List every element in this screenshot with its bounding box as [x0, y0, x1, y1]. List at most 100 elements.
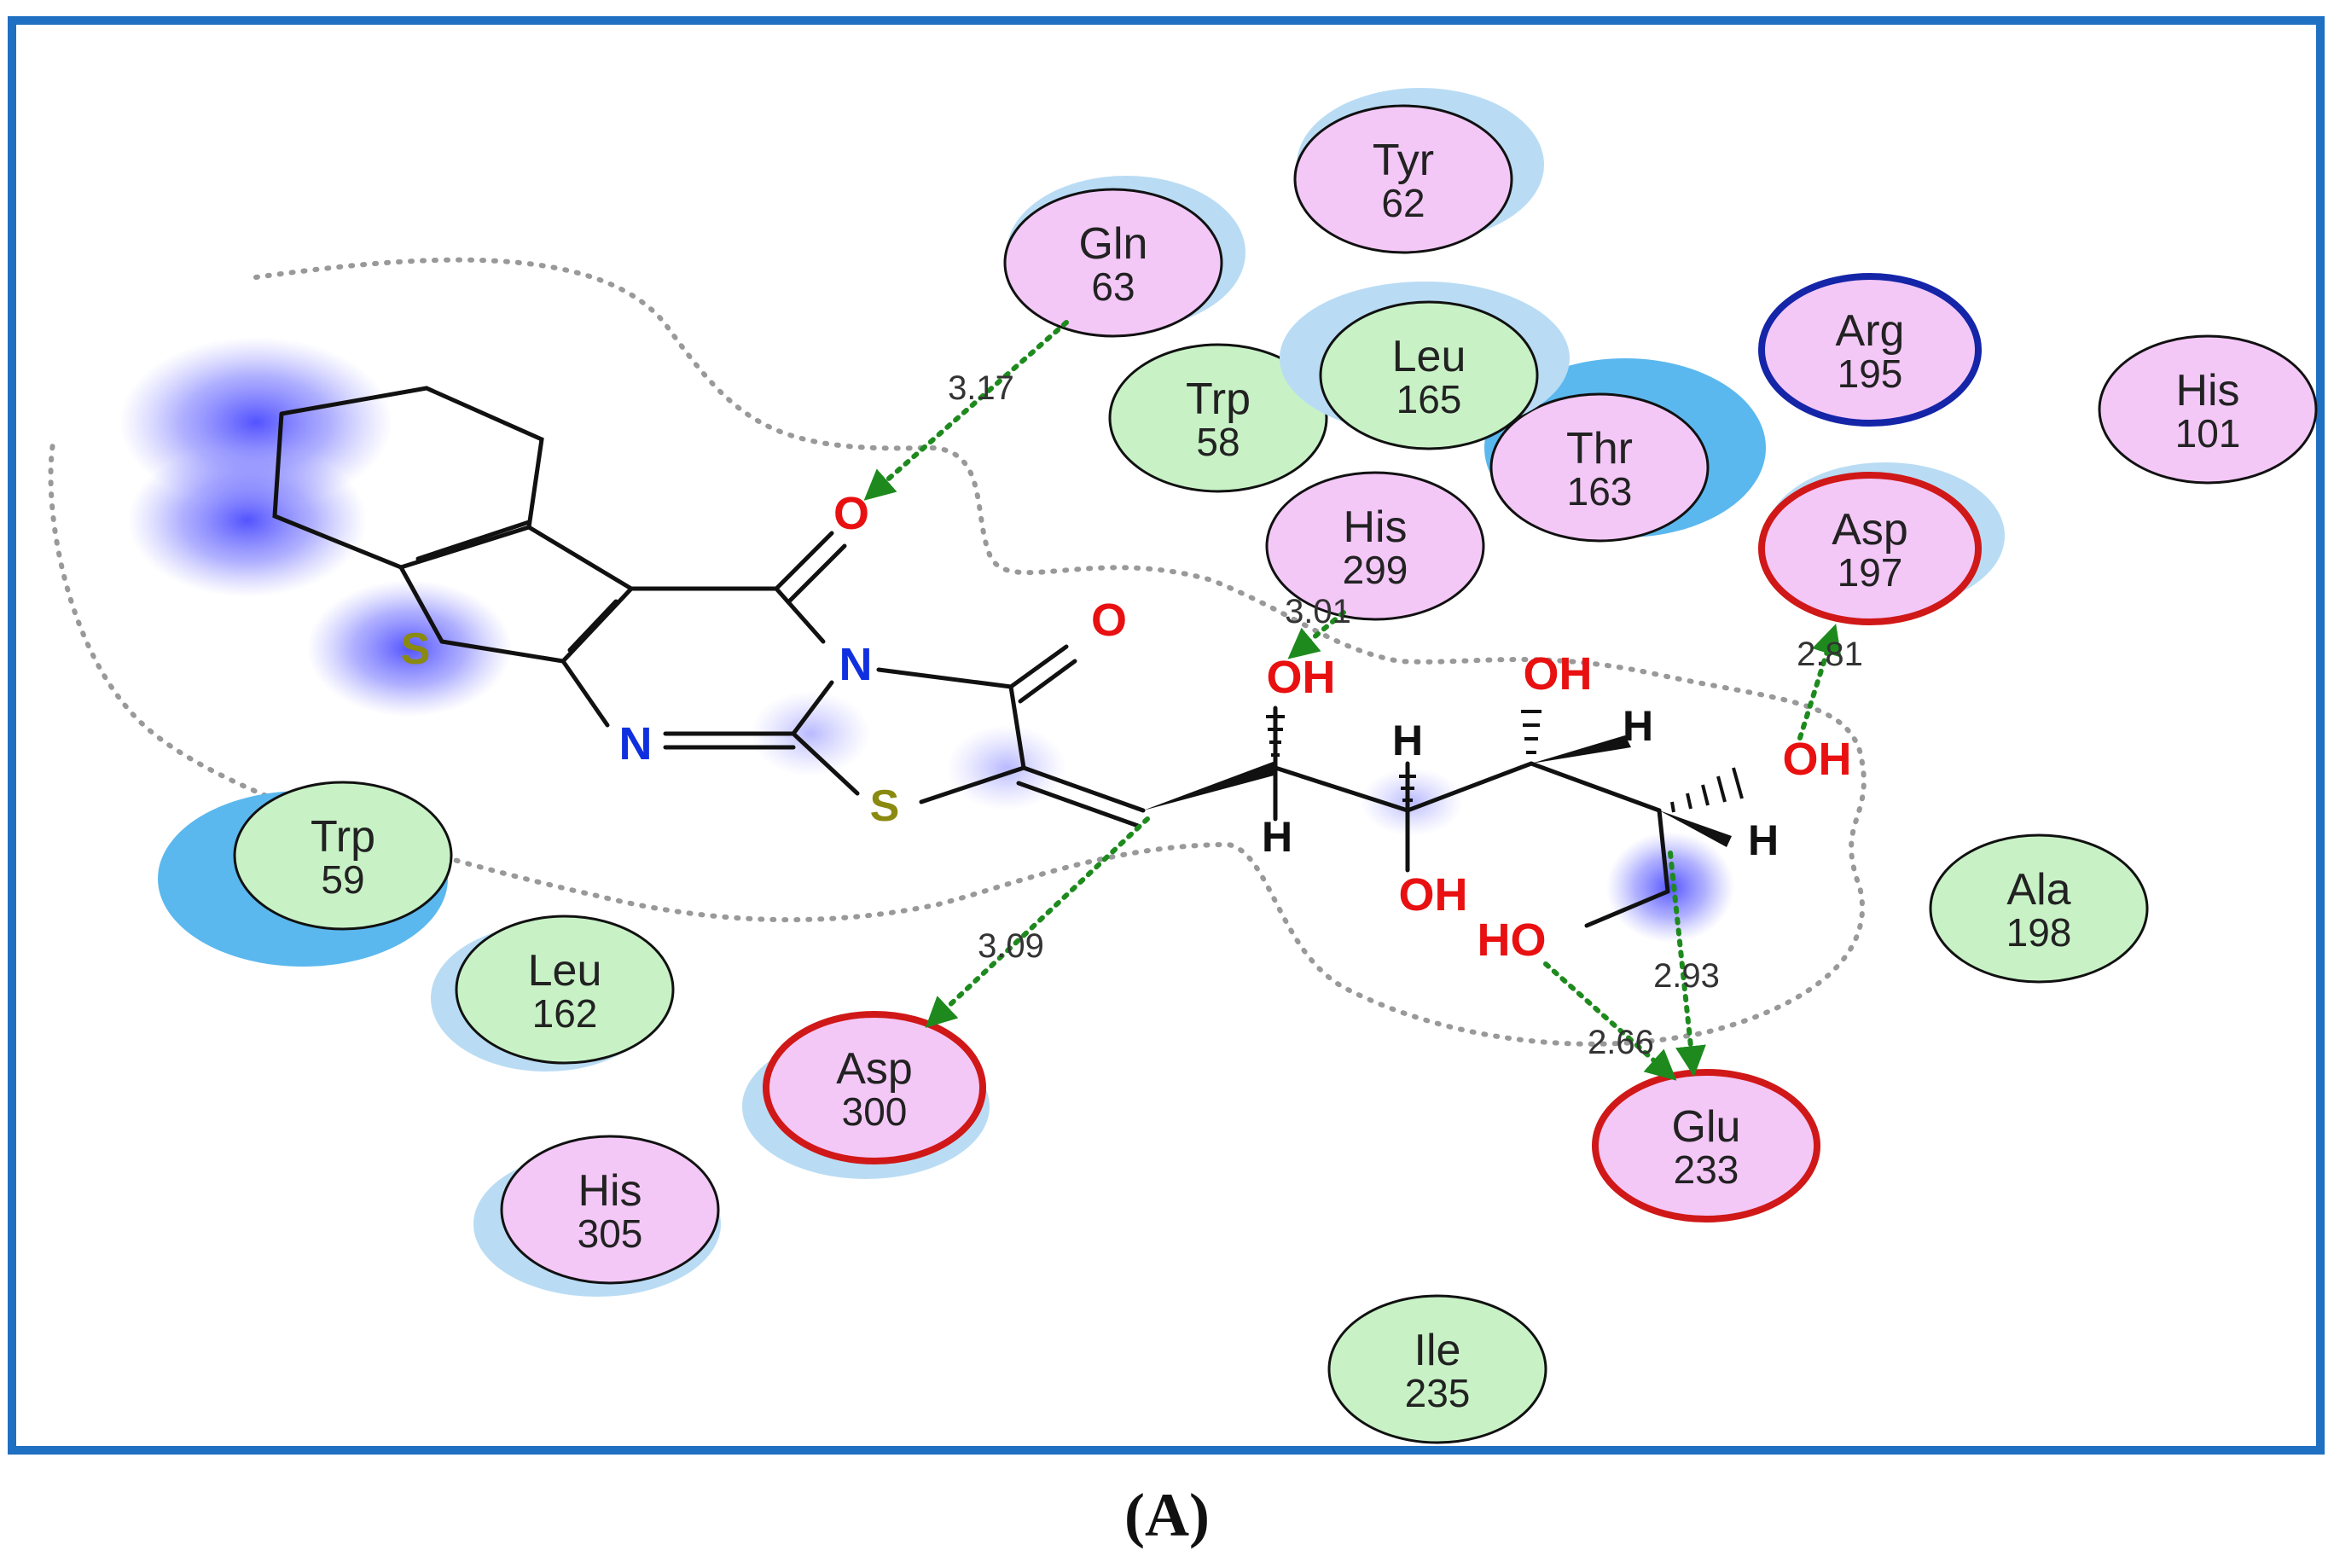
- residue-number: 58: [1196, 420, 1240, 464]
- hbond-line: [1797, 624, 1842, 740]
- residue-number: 300: [842, 1089, 908, 1134]
- residue-name: Ala: [2006, 865, 2070, 915]
- wedge-bond: [1531, 735, 1631, 764]
- bond: [560, 586, 634, 664]
- residue-name: Tyr: [1373, 136, 1434, 185]
- residue-number: 165: [1396, 377, 1462, 421]
- hashed-bonds: [1266, 710, 1744, 813]
- atom-label: N: [839, 639, 873, 690]
- residue-disc: [1592, 1069, 1820, 1222]
- exposure-glow: [947, 725, 1066, 810]
- wedge-bond: [1659, 810, 1732, 847]
- exposure-glow: [1606, 832, 1734, 943]
- residue-disc: [1929, 833, 2149, 984]
- residue-his-299: His 299: [1265, 471, 1485, 621]
- residue-disc: [763, 1011, 986, 1164]
- residue-disc: [1108, 343, 1328, 493]
- double-bond-inner: [787, 543, 847, 603]
- bond: [1584, 889, 1670, 928]
- residue-number: 235: [1405, 1371, 1471, 1415]
- residue-his-101: His 101: [2098, 334, 2318, 485]
- exposure-glow: [307, 580, 512, 717]
- residue-name: His: [578, 1166, 642, 1216]
- bond: [1008, 644, 1069, 689]
- residue-name: Asp: [1832, 505, 1908, 555]
- stereo-wedges: [1143, 735, 1732, 847]
- residue-his-305: His 305: [473, 1135, 721, 1297]
- exposure-glow: [751, 691, 870, 776]
- residue-disc: [1293, 104, 1513, 254]
- residue-disc: [500, 1135, 720, 1285]
- bond: [1657, 808, 1670, 894]
- exposure-glow: [128, 444, 367, 597]
- residue-name: His: [1343, 502, 1407, 552]
- hydrogen-bonds: [863, 320, 1842, 1081]
- atom-label: S: [401, 624, 431, 674]
- bond: [774, 586, 826, 644]
- residue-name: Thr: [1566, 424, 1633, 473]
- atom-label: H: [1392, 717, 1423, 764]
- atom-label: N: [619, 718, 653, 769]
- residue-disc: [1327, 1294, 1547, 1444]
- residue-disc: [233, 781, 453, 931]
- bond: [560, 659, 610, 728]
- atom-label: H: [1262, 813, 1292, 861]
- residue-number: 63: [1091, 264, 1135, 309]
- residue-gln-63: Gln 63: [1003, 176, 1245, 338]
- hbond-line: [1287, 610, 1346, 659]
- residue-number: 162: [532, 991, 598, 1036]
- atom-label: OH: [1267, 652, 1336, 703]
- residue-leu-165: Leu 165: [1280, 282, 1570, 450]
- bond: [774, 531, 834, 591]
- residue-glu-233: Glu 233: [1592, 1069, 1820, 1222]
- bond: [526, 525, 634, 591]
- residue-number: 233: [1674, 1147, 1739, 1192]
- hbond-line: [1668, 851, 1706, 1077]
- residue-tyr-62: Tyr 62: [1293, 88, 1544, 254]
- double-bond-inner: [567, 599, 618, 653]
- residue-disc: [1758, 273, 1982, 427]
- residue-disc: [2098, 334, 2318, 485]
- hbond-line: [925, 816, 1150, 1028]
- atom-labels: O O N N S S OH OH OH OH HO H H H H: [401, 488, 1852, 966]
- hash: [1732, 767, 1744, 799]
- residue-number: 305: [578, 1211, 643, 1256]
- hash: [1670, 801, 1675, 813]
- hbond-distance: 2.93: [1653, 957, 1720, 995]
- residue-leu-162: Leu 162: [431, 915, 675, 1071]
- bond: [791, 731, 860, 796]
- residue-number: 197: [1838, 550, 1903, 595]
- residue-number: 101: [2175, 411, 2241, 456]
- atom-label: OH: [1399, 869, 1468, 920]
- hbond-line: [863, 320, 1069, 501]
- atom-label: OH: [1524, 648, 1593, 700]
- residue-number: 195: [1838, 351, 1903, 396]
- wedge-bond: [1143, 761, 1277, 810]
- bond: [919, 765, 1026, 804]
- hash: [1701, 784, 1710, 806]
- residue-name: Asp: [836, 1044, 913, 1094]
- residue-thr-163: Thr 163: [1484, 358, 1766, 543]
- atom-label: O: [1091, 595, 1127, 646]
- hash: [1686, 793, 1692, 810]
- hbond-distance: 3.01: [1285, 593, 1351, 630]
- residue-asp-300: Asp 300: [742, 1011, 990, 1179]
- double-bond-inner: [415, 520, 531, 561]
- atom-label: H: [1748, 816, 1779, 864]
- bond: [791, 680, 834, 736]
- atom-label: H: [1623, 702, 1653, 750]
- double-bond-inner: [1016, 781, 1141, 828]
- binding-pocket-outline: [48, 257, 1867, 1047]
- residue-asp-197: Asp 197: [1758, 462, 2005, 625]
- residue-name: Trp: [1186, 375, 1251, 424]
- residue-name: Gln: [1079, 219, 1148, 269]
- residue-name: Ile: [1414, 1326, 1461, 1375]
- hbond-distance: 2.81: [1797, 636, 1863, 673]
- residue-disc: [1265, 471, 1485, 621]
- residue-name: Glu: [1672, 1102, 1741, 1152]
- residue-number: 299: [1343, 548, 1408, 592]
- residue-ile-235: Ile 235: [1327, 1294, 1547, 1444]
- residue-name: Leu: [1392, 332, 1466, 381]
- residue-name: Leu: [528, 946, 602, 996]
